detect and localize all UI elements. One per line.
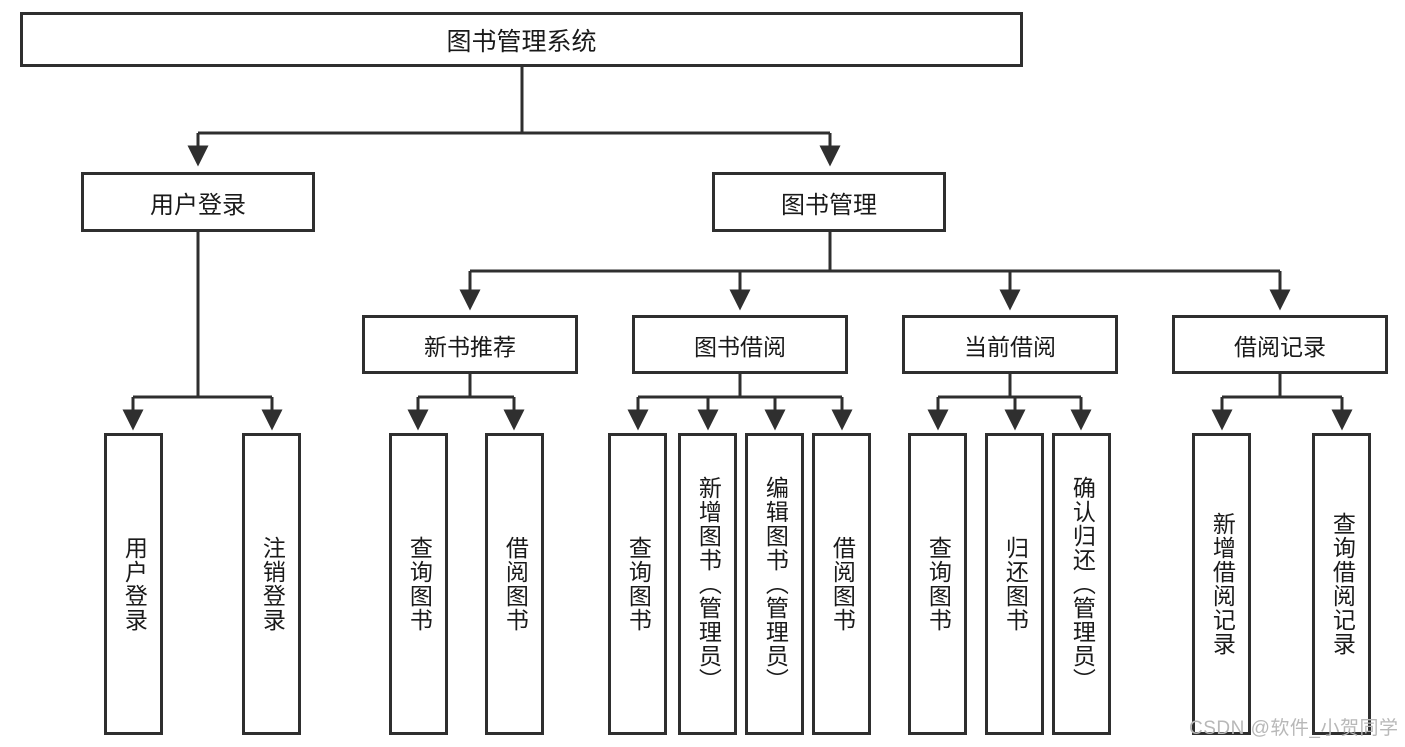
leaf-edit-book-admin[interactable]: 编辑图书（管理员） xyxy=(745,433,804,735)
node-label: 当前借阅 xyxy=(964,333,1056,360)
leaf-query-book-borrow[interactable]: 查询图书 xyxy=(608,433,667,735)
leaf-return-book[interactable]: 归还图书 xyxy=(985,433,1044,735)
node-label: 新书推荐 xyxy=(424,333,516,360)
node-label: 用户登录 xyxy=(150,191,246,219)
leaf-confirm-return-admin[interactable]: 确认归还（管理员） xyxy=(1052,433,1111,735)
node-label: 图书管理 xyxy=(781,191,877,219)
leaf-logout[interactable]: 注销登录 xyxy=(242,433,301,735)
watermark: CSDN @软件_小贺同学 xyxy=(1189,718,1399,739)
node-label: 借阅记录 xyxy=(1234,333,1326,360)
leaf-query-book-current[interactable]: 查询图书 xyxy=(908,433,967,735)
leaf-user-login[interactable]: 用户登录 xyxy=(104,433,163,735)
node-label: 借阅图书 xyxy=(829,536,856,632)
leaf-query-borrow-record[interactable]: 查询借阅记录 xyxy=(1312,433,1371,735)
leaf-borrow-book-recommend[interactable]: 借阅图书 xyxy=(485,433,544,735)
leaf-borrow-book[interactable]: 借阅图书 xyxy=(812,433,871,735)
node-label: 注销登录 xyxy=(259,536,286,632)
node-label: 确认归还（管理员） xyxy=(1069,476,1096,692)
node-book-management[interactable]: 图书管理 xyxy=(712,172,946,232)
node-current-borrow[interactable]: 当前借阅 xyxy=(902,315,1118,374)
node-new-book-recommend[interactable]: 新书推荐 xyxy=(362,315,578,374)
node-label: 用户登录 xyxy=(121,536,148,632)
node-label: 图书借阅 xyxy=(694,333,786,360)
leaf-add-book-admin[interactable]: 新增图书（管理员） xyxy=(678,433,737,735)
node-root[interactable]: 图书管理系统 xyxy=(20,12,1023,67)
node-label: 查询图书 xyxy=(625,536,652,632)
node-user-login[interactable]: 用户登录 xyxy=(81,172,315,232)
leaf-add-borrow-record[interactable]: 新增借阅记录 xyxy=(1192,433,1251,735)
node-label: 查询图书 xyxy=(925,536,952,632)
node-label: 新增借阅记录 xyxy=(1209,512,1236,656)
node-label: 编辑图书（管理员） xyxy=(762,476,789,692)
node-label: 查询借阅记录 xyxy=(1329,512,1356,656)
node-label: 新增图书（管理员） xyxy=(695,476,722,692)
node-book-borrow[interactable]: 图书借阅 xyxy=(632,315,848,374)
node-label: 图书管理系统 xyxy=(446,27,597,56)
leaf-query-book-recommend[interactable]: 查询图书 xyxy=(389,433,448,735)
node-label: 归还图书 xyxy=(1002,536,1029,632)
node-label: 查询图书 xyxy=(406,536,433,632)
node-borrow-record[interactable]: 借阅记录 xyxy=(1172,315,1388,374)
node-label: 借阅图书 xyxy=(502,536,529,632)
